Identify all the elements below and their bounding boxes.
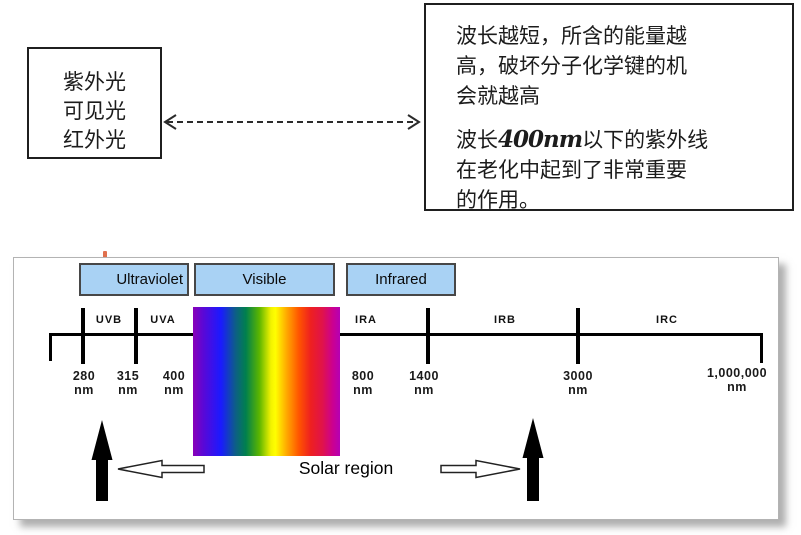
tick-label-1400nm: 1400 nm	[399, 369, 449, 397]
tick-value: 315	[116, 369, 140, 383]
tick-value: 800	[351, 369, 375, 383]
light-type-visible: 可见光	[63, 99, 126, 123]
note-line: 会就越高	[456, 84, 540, 108]
region-box-visible: Visible	[194, 263, 335, 296]
wavelength-axis	[49, 333, 763, 336]
note-paragraph-energy: 波长越短，所含的能量越 高，破坏分子化学键的机 会就越高	[456, 21, 786, 111]
tick-unit: nm	[414, 382, 434, 397]
spectrum-panel: Ultraviolet Visible Infrared UVB UVA IRA…	[13, 257, 779, 520]
band-label-irb: IRB	[494, 314, 516, 326]
tick-unit: nm	[118, 382, 138, 397]
tick-value: 3000	[563, 369, 593, 383]
region-box-ultraviolet: Ultraviolet	[79, 263, 189, 296]
band-label-irc: IRC	[656, 314, 678, 326]
handwritten-400nm: 400nm	[498, 126, 583, 153]
note-prefix: 波长	[456, 128, 498, 152]
tick-unit: nm	[568, 382, 588, 397]
tick-value: 400	[162, 369, 186, 383]
tick-label-400nm: 400 nm	[154, 369, 194, 397]
tick-unit: nm	[727, 379, 747, 394]
region-label-infrared: Infrared	[375, 271, 427, 288]
note-line: 在老化中起到了非常重要	[456, 158, 687, 182]
solar-region-label: Solar region	[298, 458, 394, 478]
region-label-ultraviolet: Ultraviolet	[116, 271, 183, 288]
note-line: 波长400nm以下的紫外线	[456, 125, 786, 155]
right-outline-arrow-icon	[440, 459, 521, 479]
tick-label-280nm: 280 nm	[64, 369, 104, 397]
tick-315nm	[134, 308, 138, 364]
note-suffix: 以下的紫外线	[582, 128, 709, 152]
visible-spectrum-gradient	[193, 307, 340, 456]
tick-unit: nm	[164, 382, 184, 397]
band-label-ira: IRA	[355, 314, 377, 326]
tick-label-3000nm: 3000 nm	[553, 369, 603, 397]
note-line: 的作用。	[456, 188, 540, 212]
up-arrow-icon-left	[91, 420, 113, 501]
note-line: 高，破坏分子化学键的机	[456, 54, 687, 78]
tick-value: 1400	[409, 369, 439, 383]
tick-unit: nm	[353, 382, 373, 397]
up-arrow-icon-right	[522, 418, 544, 501]
tick-280nm	[81, 308, 85, 364]
band-label-uva: UVA	[150, 314, 176, 326]
light-type-infrared: 红外光	[63, 128, 126, 152]
note-line: 波长越短，所含的能量越	[456, 24, 687, 48]
left-outline-arrow-icon	[117, 459, 205, 479]
tick-value: 1,000,000	[706, 366, 768, 380]
stray-red-mark	[103, 251, 107, 259]
axis-right-end-tick	[760, 333, 763, 363]
tick-unit: nm	[74, 382, 94, 397]
tick-label-315nm: 315 nm	[108, 369, 148, 397]
wavelength-note-box: 波长越短，所含的能量越 高，破坏分子化学键的机 会就越高 波长400nm以下的紫…	[424, 3, 794, 212]
tick-label-800nm: 800 nm	[343, 369, 383, 397]
light-types-box: 紫外光 可见光 红外光	[27, 47, 162, 159]
tick-1400nm	[426, 308, 430, 364]
region-label-visible: Visible	[242, 271, 287, 288]
tick-label-1000000nm: 1,000,000 nm	[692, 366, 782, 394]
region-box-infrared: Infrared	[346, 263, 456, 296]
double-headed-dashed-arrow-icon	[163, 114, 421, 130]
light-type-ultraviolet: 紫外光	[63, 70, 126, 94]
axis-left-end-tick	[49, 333, 52, 361]
tick-3000nm	[576, 308, 580, 364]
tick-value: 280	[72, 369, 96, 383]
band-label-uvb: UVB	[95, 314, 123, 326]
note-paragraph-uv-aging: 波长400nm以下的紫外线 在老化中起到了非常重要 的作用。	[456, 125, 786, 215]
